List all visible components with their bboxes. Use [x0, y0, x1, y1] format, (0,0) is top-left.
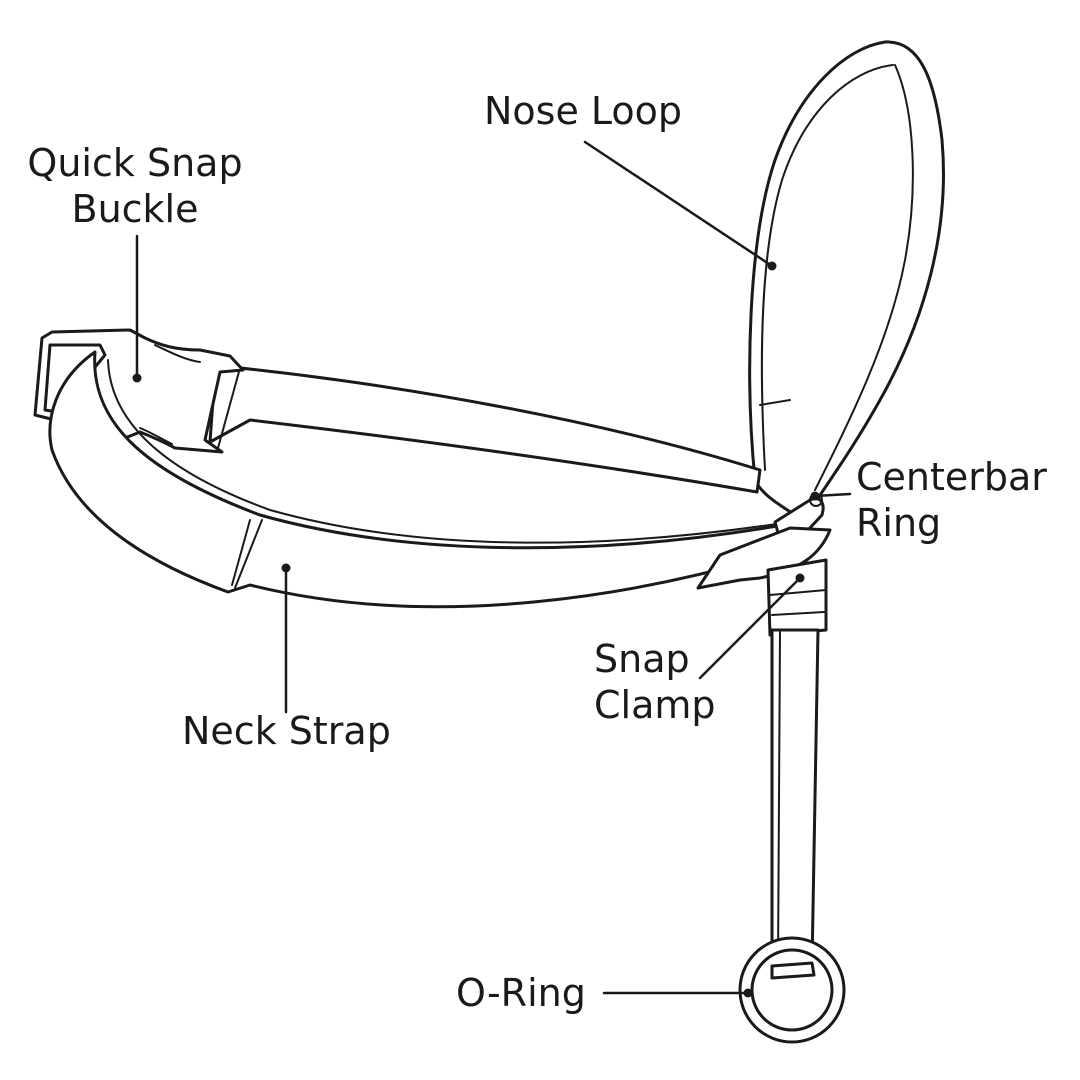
label-o-ring-text: O-Ring	[456, 971, 586, 1015]
upper-strap	[210, 368, 760, 492]
label-quick-snap-buckle-line1: Quick Snap	[20, 140, 250, 186]
lead-strap	[772, 630, 818, 968]
leader-dot-centerbar	[811, 492, 820, 501]
label-nose-loop: Nose Loop	[484, 88, 682, 134]
leader-nose-loop	[585, 142, 772, 266]
leader-dot-nose-loop	[768, 262, 777, 271]
label-centerbar-ring-line1: Centerbar	[856, 454, 1047, 500]
label-neck-strap: Neck Strap	[182, 708, 391, 754]
leader-dot-snap-clamp	[796, 574, 805, 583]
label-snap-clamp: Snap Clamp	[594, 636, 716, 728]
o-ring	[740, 938, 844, 1042]
label-quick-snap-buckle: Quick Snap Buckle	[20, 140, 250, 232]
label-snap-clamp-line2: Clamp	[594, 682, 716, 728]
label-centerbar-ring-line2: Ring	[856, 500, 1047, 546]
leader-dot-o-ring	[744, 989, 753, 998]
leader-dot-neck-strap	[282, 564, 291, 573]
label-snap-clamp-line1: Snap	[594, 636, 716, 682]
nose-loop	[750, 42, 944, 515]
label-quick-snap-buckle-line2: Buckle	[20, 186, 250, 232]
leader-dot-buckle	[133, 374, 142, 383]
label-centerbar-ring: Centerbar Ring	[856, 454, 1047, 546]
label-nose-loop-text: Nose Loop	[484, 89, 682, 133]
label-neck-strap-text: Neck Strap	[182, 709, 391, 753]
label-o-ring: O-Ring	[456, 970, 586, 1016]
